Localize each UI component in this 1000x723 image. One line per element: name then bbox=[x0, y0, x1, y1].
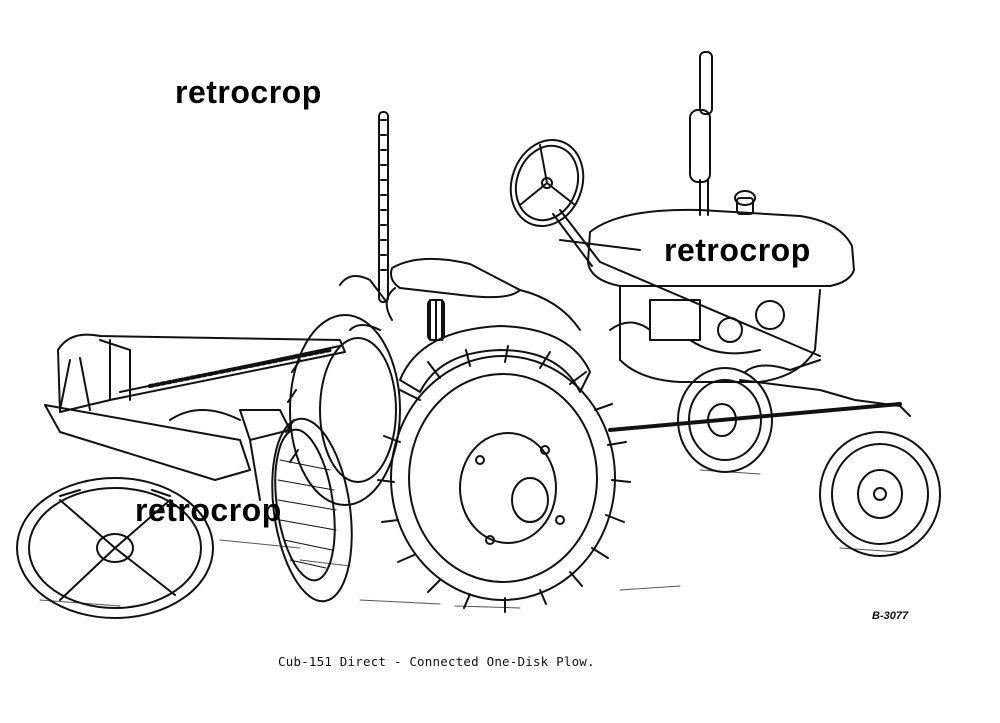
gauge-wheel bbox=[16, 477, 214, 619]
lift-lever bbox=[339, 111, 389, 331]
steering-wheel bbox=[509, 138, 601, 267]
figure-caption: Cub-151 Direct - Connected One-Disk Plow… bbox=[278, 654, 595, 669]
exhaust-stack bbox=[689, 51, 713, 216]
rear-right-tire bbox=[377, 345, 631, 613]
watermark-text: retrocrop bbox=[664, 232, 811, 268]
drawing-code: B-3077 bbox=[872, 610, 909, 622]
ground-hatching bbox=[39, 469, 901, 609]
front-wheels bbox=[608, 359, 941, 557]
watermark-text: retrocrop bbox=[135, 492, 282, 528]
rear-left-tire bbox=[285, 314, 401, 506]
plow-disk bbox=[239, 409, 353, 603]
hood-engine bbox=[559, 190, 855, 383]
watermark-text: retrocrop bbox=[175, 74, 322, 110]
